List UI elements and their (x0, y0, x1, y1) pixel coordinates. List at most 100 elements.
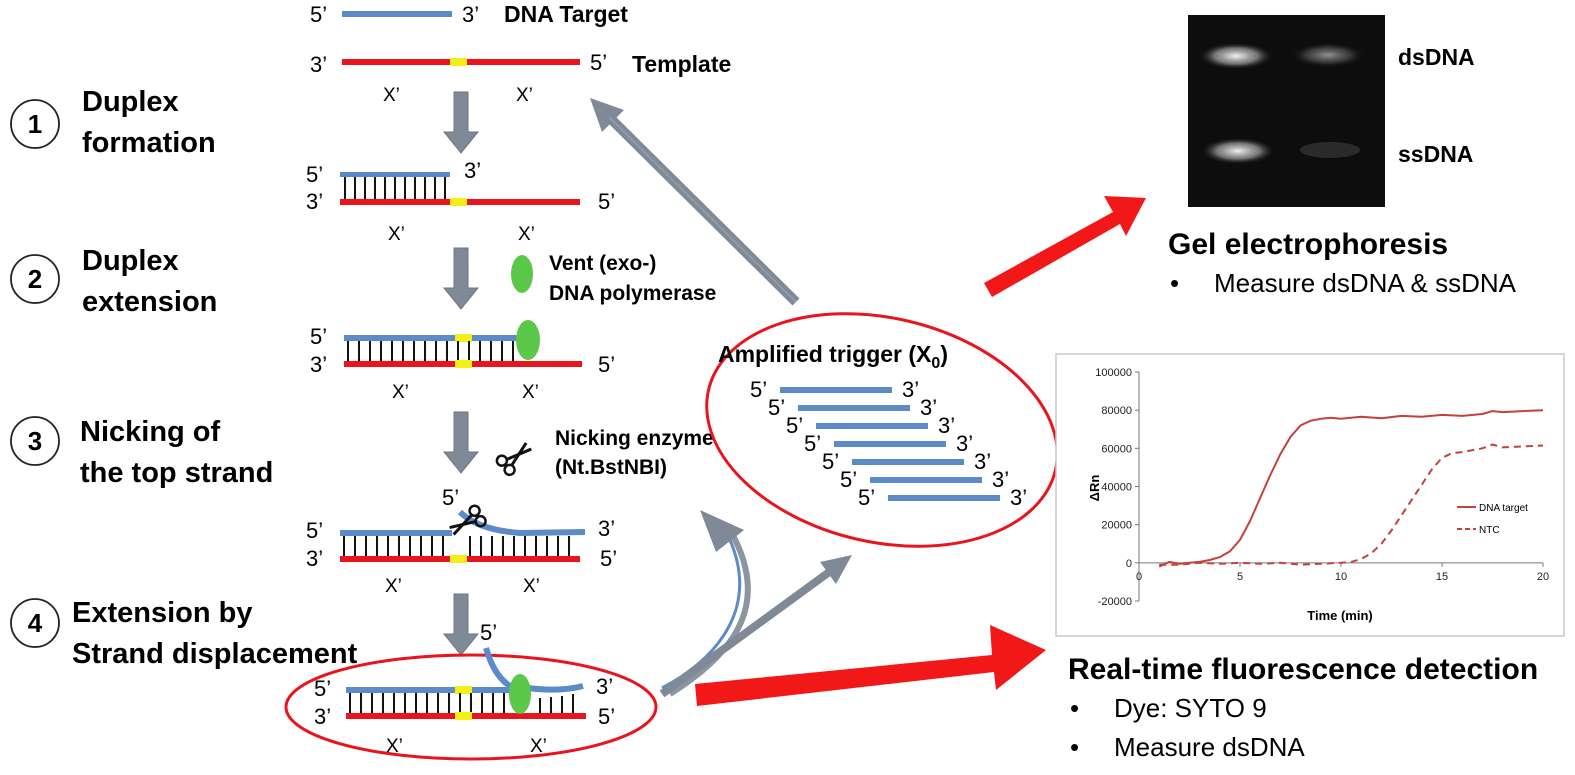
five-prime-label: 5’ (804, 431, 821, 456)
five-prime-label: 5’ (442, 485, 459, 510)
nicking-site (455, 712, 472, 720)
template-row: 3’ 5’ Template X’ X’ (310, 50, 731, 106)
amplified-trigger: Amplified trigger (X0) 5’ 3’ 5’ 3’ 5’ 3’… (705, 312, 1059, 548)
displaced-strand-right (527, 683, 584, 693)
highlight-ellipse (284, 653, 658, 761)
top-strand (346, 687, 518, 693)
dna-target-row: 5’ 3’ DNA Target (310, 1, 628, 27)
nicking-site (455, 686, 472, 694)
base-pairs (347, 341, 514, 361)
fluorescence-title: Real-time fluorescence detection (1068, 653, 1538, 686)
chart-legend: DNA target NTC (1457, 503, 1528, 536)
polymerase-label-line1: Vent (exo-) (549, 252, 656, 275)
red-arrow-to-fluorescence (695, 625, 1046, 706)
three-prime-label: 3’ (974, 449, 991, 474)
nicking-site (455, 334, 472, 342)
three-prime-label: 3’ (310, 52, 327, 77)
x-prime-label: X’ (530, 736, 547, 757)
x-prime-label: X’ (392, 382, 409, 403)
y-tick-label: 0 (1126, 558, 1132, 570)
polymerase-icon (509, 674, 531, 714)
trigger-strand (834, 441, 946, 447)
trigger-ellipse (705, 312, 1059, 548)
three-prime-label: 3’ (596, 674, 613, 699)
template-label: Template (632, 51, 731, 77)
step-number: 3 (28, 426, 42, 456)
three-prime-label: 3’ (462, 2, 479, 27)
three-prime-label: 3’ (306, 546, 323, 571)
five-prime-label: 5’ (598, 189, 615, 214)
x-prime-label: X’ (522, 382, 539, 403)
down-arrow (442, 411, 480, 474)
x-prime-label: X’ (518, 224, 535, 245)
polymerase-icon (511, 255, 533, 293)
step-title-line2: the top strand (80, 457, 273, 489)
three-prime-label: 3’ (306, 189, 323, 214)
x-tick-label: 20 (1537, 571, 1549, 583)
gel-label-ssdna: ssDNA (1398, 141, 1473, 167)
step-2: 2 Duplex extension (10, 245, 217, 318)
five-prime-label: 5’ (598, 352, 615, 377)
nicking-site (450, 198, 467, 206)
step-3: 3 Nicking of the top strand (10, 416, 273, 489)
trigger-strand (888, 495, 1000, 501)
x-axis-title: Time (min) (1307, 608, 1373, 623)
five-prime-label: 5’ (840, 467, 857, 492)
gel-title: Gel electrophoresis (1168, 228, 1448, 261)
step-number-circle (10, 416, 60, 466)
nicking-site (455, 360, 472, 368)
step-number: 2 (28, 264, 42, 294)
three-prime-label: 3’ (902, 377, 919, 402)
three-prime-label: 3’ (920, 395, 937, 420)
step-title-line1: Extension by (72, 597, 253, 629)
gel-band-ssdna-lane1 (1202, 138, 1274, 164)
recycle-arrow-to-template (590, 98, 800, 306)
five-prime-label: 5’ (786, 413, 803, 438)
down-arrow (442, 91, 480, 154)
five-prime-label: 5’ (310, 324, 327, 349)
trigger-strand (870, 477, 982, 483)
x-tick-label: 0 (1136, 571, 1142, 583)
gel-background (1188, 15, 1385, 207)
five-prime-label: 5’ (768, 395, 785, 420)
duplex-extension: 5’ 3’ 5’ X’ X’ (310, 320, 615, 403)
five-prime-label: 5’ (750, 377, 767, 402)
trigger-strand (798, 405, 910, 411)
three-prime-label: 3’ (992, 467, 1009, 492)
y-tick-label: 40000 (1101, 482, 1132, 494)
x-prime-label: X’ (383, 85, 400, 106)
step-number-circle (10, 254, 60, 304)
scissors-icon (449, 504, 487, 536)
step-number-circle (10, 598, 60, 648)
red-arrow-to-gel (984, 196, 1146, 297)
x-prime-label: X’ (386, 736, 403, 757)
five-prime-label: 5’ (590, 50, 607, 75)
step-title-line2: extension (82, 286, 217, 318)
y-tick-label: -20000 (1098, 596, 1132, 608)
chart-series (1158, 409, 1544, 568)
bullet-dot: • (1070, 732, 1079, 762)
y-tick-label: 100000 (1095, 367, 1132, 379)
bullet-dot: • (1070, 693, 1079, 723)
five-prime-label: 5’ (306, 518, 323, 543)
step-title-line2: Strand displacement (72, 638, 358, 670)
top-strand-left (340, 530, 452, 536)
bullet-dot: • (1170, 268, 1179, 298)
trigger-strand (852, 459, 964, 465)
x-prime-label: X’ (385, 576, 402, 597)
polymerase-label-line2: DNA polymerase (549, 282, 716, 305)
chart-frame (1055, 353, 1565, 637)
top-strand (340, 172, 450, 177)
five-prime-label: 5’ (480, 620, 497, 645)
gel-image (1188, 15, 1385, 207)
target-strand (342, 11, 452, 17)
arrow-to-trigger (659, 555, 852, 698)
down-arrow (442, 593, 480, 656)
step-4: 4 Extension by Strand displacement (10, 597, 358, 670)
three-prime-label: 3’ (310, 352, 327, 377)
trigger-strand (816, 423, 928, 429)
gel-band-ssdna-lane2 (1300, 142, 1360, 158)
trigger-strand (780, 387, 892, 393)
base-pairs (344, 177, 446, 199)
